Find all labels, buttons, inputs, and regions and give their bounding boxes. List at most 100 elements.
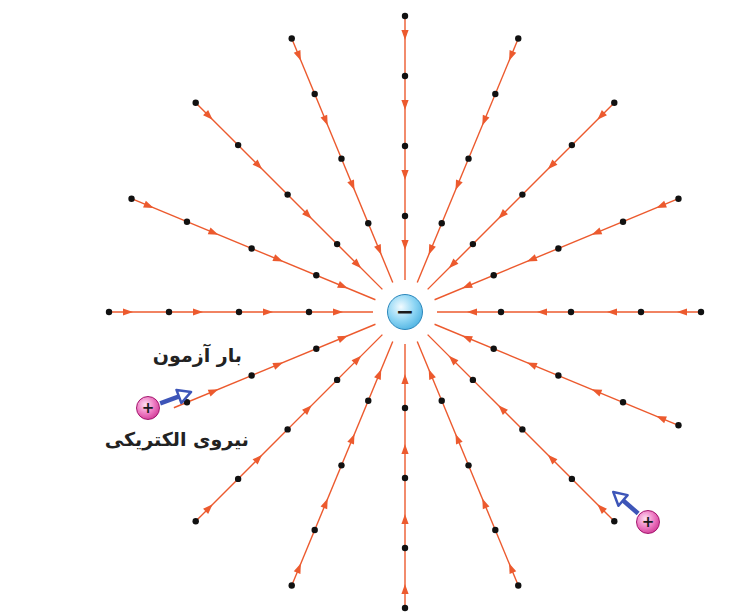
- field-dot: [235, 142, 241, 148]
- field-arrowhead: [656, 201, 667, 208]
- field-dot: [470, 241, 476, 247]
- field-arrowhead: [509, 50, 516, 61]
- field-arrowhead: [302, 209, 312, 219]
- charge-sign: +: [142, 401, 155, 416]
- field-dot: [128, 196, 134, 202]
- field-dot: [611, 99, 617, 105]
- field-arrowhead: [498, 209, 508, 219]
- field-arrowhead: [527, 254, 538, 261]
- field-dot: [555, 245, 561, 251]
- field-dot: [306, 309, 312, 315]
- field-arrowhead: [352, 356, 362, 366]
- force-label: نیروی الکتریکی: [102, 428, 252, 450]
- field-arrowhead: [592, 389, 603, 396]
- field-arrowhead: [592, 228, 603, 235]
- field-arrowhead: [429, 244, 436, 255]
- field-dot: [334, 241, 340, 247]
- field-dot: [611, 518, 617, 524]
- field-dot: [248, 245, 254, 251]
- force-arrow-shaft: [622, 500, 638, 514]
- field-dot: [698, 309, 704, 315]
- field-arrowhead: [401, 514, 408, 524]
- field-dot: [569, 476, 575, 482]
- field-arrowhead: [333, 308, 343, 315]
- field-dot: [184, 218, 190, 224]
- field-arrowhead: [607, 308, 617, 315]
- field-dot: [289, 582, 295, 588]
- field-dot: [638, 309, 644, 315]
- field-arrowhead: [449, 356, 459, 366]
- field-arrowhead: [263, 308, 273, 315]
- field-arrowhead: [429, 369, 436, 380]
- field-dot: [365, 220, 371, 226]
- field-dot: [470, 377, 476, 383]
- field-arrowhead: [482, 499, 489, 510]
- test-charge: +: [136, 396, 160, 420]
- field-dot: [106, 309, 112, 315]
- field-dot: [515, 582, 521, 588]
- field-dot: [465, 462, 471, 468]
- field-arrowhead: [401, 444, 408, 454]
- field-dot: [402, 213, 408, 219]
- field-arrowhead: [401, 100, 408, 110]
- field-arrowhead: [374, 369, 381, 380]
- source-charge: −: [387, 294, 423, 330]
- field-dot: [490, 346, 496, 352]
- field-dot: [192, 99, 198, 105]
- field-arrowhead: [527, 363, 538, 370]
- field-arrowhead: [208, 389, 219, 396]
- field-arrowhead: [337, 336, 348, 343]
- field-arrowhead: [449, 259, 459, 269]
- field-dot: [402, 73, 408, 79]
- field-arrowhead: [498, 405, 508, 415]
- field-dot: [519, 191, 525, 197]
- field-arrowhead: [462, 281, 473, 288]
- field-arrowhead: [467, 308, 477, 315]
- field-line: [292, 39, 393, 283]
- field-dot: [311, 91, 317, 97]
- field-dot: [311, 527, 317, 533]
- field-dot: [519, 426, 525, 432]
- field-arrowhead: [321, 499, 328, 510]
- field-arrowhead: [656, 416, 667, 423]
- field-dot: [402, 475, 408, 481]
- field-dot: [402, 545, 408, 551]
- field-dot: [675, 196, 681, 202]
- field-line: [132, 199, 376, 300]
- field-dot: [402, 13, 408, 19]
- field-arrowhead: [462, 336, 473, 343]
- field-arrowhead: [401, 584, 408, 594]
- field-arrowhead: [347, 179, 354, 190]
- field-arrowhead: [193, 308, 203, 315]
- field-dot: [338, 462, 344, 468]
- field-dot: [334, 377, 340, 383]
- field-lines: [106, 13, 704, 611]
- field-dot: [555, 372, 561, 378]
- field-dot: [402, 405, 408, 411]
- field-arrowhead: [321, 115, 328, 126]
- field-dot: [284, 191, 290, 197]
- field-arrowhead: [401, 170, 408, 180]
- field-arrowhead: [143, 201, 154, 208]
- test-charge: +: [636, 510, 660, 534]
- field-arrowhead: [352, 259, 362, 269]
- field-arrowhead: [548, 160, 558, 170]
- field-arrowhead: [208, 228, 219, 235]
- field-dot: [402, 143, 408, 149]
- charge-sign: +: [642, 515, 655, 530]
- field-arrowhead: [294, 563, 301, 574]
- field-line: [428, 103, 615, 290]
- test-charge-label: بار آزمون: [150, 344, 245, 366]
- field-line: [417, 342, 518, 586]
- field-line: [428, 335, 615, 522]
- field-dot: [192, 518, 198, 524]
- force-arrow-head: [176, 390, 191, 403]
- field-arrowhead: [272, 363, 283, 370]
- field-arrowhead: [482, 115, 489, 126]
- field-line: [196, 103, 383, 290]
- field-dot: [492, 91, 498, 97]
- field-dot: [402, 605, 408, 611]
- field-dot: [235, 476, 241, 482]
- field-line: [292, 342, 393, 586]
